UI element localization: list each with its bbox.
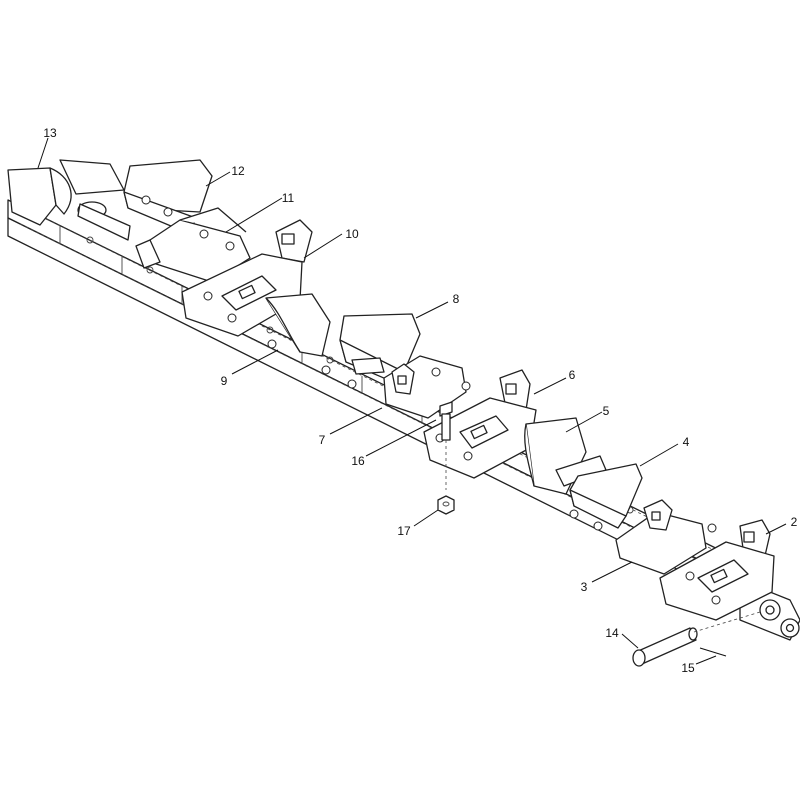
tooth-10 <box>181 219 313 337</box>
paddle-8 <box>321 313 421 389</box>
paddle-4 <box>569 463 643 531</box>
scraper-11 <box>135 207 251 283</box>
callout-16: 16 <box>351 454 365 468</box>
paddle-13 <box>7 159 131 241</box>
bolt-16 <box>439 401 453 490</box>
callout-4: 4 <box>683 435 690 449</box>
nut-17 <box>437 495 455 515</box>
callout-2: 2 <box>791 515 798 529</box>
paddle-9 <box>265 293 331 357</box>
paddle-5 <box>524 417 607 495</box>
callout-15: 15 <box>681 661 695 675</box>
tooth-3 <box>615 499 717 575</box>
shoe-6 <box>423 369 537 479</box>
cotter-pin-part <box>693 611 761 657</box>
callout-5: 5 <box>603 404 610 418</box>
callout-8: 8 <box>453 292 460 306</box>
callout-9: 9 <box>221 374 228 388</box>
callout-12: 12 <box>231 164 245 178</box>
tooth-7 <box>383 355 471 419</box>
callout-6: 6 <box>569 368 576 382</box>
callout-13: 13 <box>43 126 57 140</box>
shoe-2 <box>659 519 775 621</box>
callout-7: 7 <box>319 433 326 447</box>
callout-17: 17 <box>397 524 411 538</box>
leader-lines <box>37 137 787 665</box>
callout-10: 10 <box>345 227 359 241</box>
callout-labels: 13 12 11 10 9 8 7 16 6 5 4 17 3 2 14 15 <box>43 126 797 675</box>
callout-11: 11 <box>282 191 295 205</box>
callout-14: 14 <box>605 626 619 640</box>
pin-part <box>632 627 698 667</box>
callout-3: 3 <box>581 580 588 594</box>
